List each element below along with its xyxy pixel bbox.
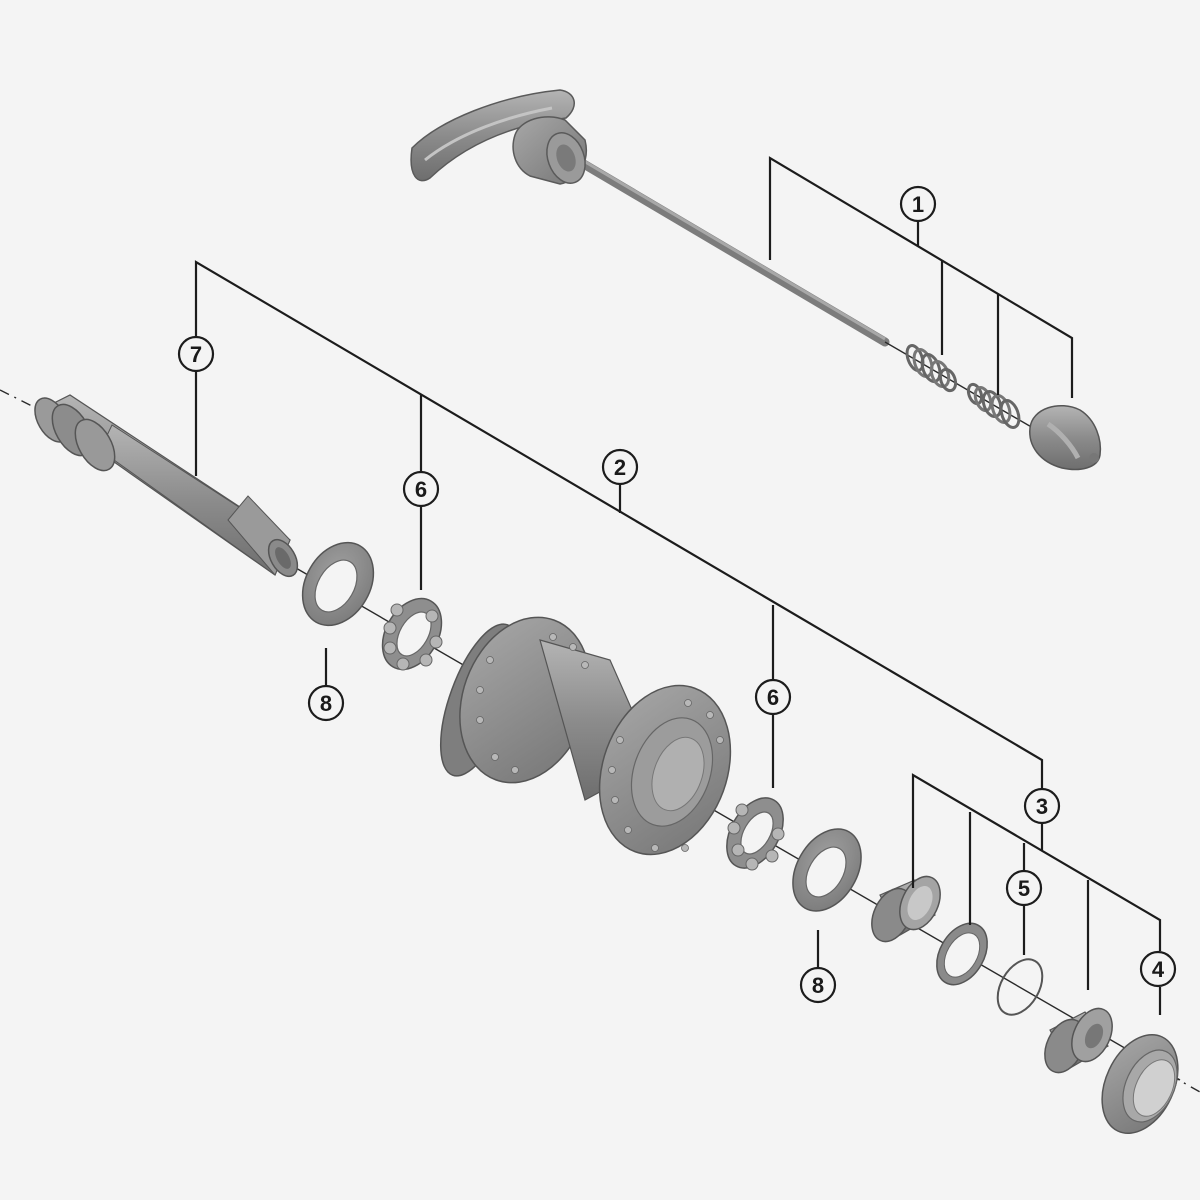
callout-8-right: 8 xyxy=(799,966,837,1004)
svg-text:6: 6 xyxy=(415,477,427,502)
svg-text:1: 1 xyxy=(912,192,924,217)
svg-text:6: 6 xyxy=(767,685,779,710)
callout-1: 1 xyxy=(899,185,937,223)
washer-right xyxy=(792,828,862,912)
skewer-nut xyxy=(1029,405,1102,471)
ball-retainer-right xyxy=(726,797,785,871)
svg-text:3: 3 xyxy=(1036,794,1048,819)
svg-text:8: 8 xyxy=(812,973,824,998)
callout-6-left: 6 xyxy=(402,470,440,508)
callout-6-right: 6 xyxy=(754,678,792,716)
dust-cap xyxy=(1101,1033,1179,1135)
callout-2: 2 xyxy=(601,448,639,486)
hub-body xyxy=(439,616,732,856)
spring-1 xyxy=(905,344,958,393)
spring-2 xyxy=(966,382,1021,429)
quick-release-skewer xyxy=(410,89,1041,433)
callout-8-left: 8 xyxy=(307,684,345,722)
seal-washer xyxy=(936,922,988,986)
o-ring xyxy=(996,958,1044,1016)
cone xyxy=(871,875,941,943)
callout-4: 4 xyxy=(1139,950,1177,988)
svg-text:5: 5 xyxy=(1018,876,1030,901)
lock-nut xyxy=(1044,1007,1113,1074)
callout-5: 5 xyxy=(1005,869,1043,907)
callout-3: 3 xyxy=(1023,787,1061,825)
svg-text:2: 2 xyxy=(614,455,626,480)
svg-text:8: 8 xyxy=(320,691,332,716)
svg-text:7: 7 xyxy=(190,342,202,367)
svg-text:4: 4 xyxy=(1152,957,1165,982)
washer-left xyxy=(301,541,375,627)
hub-axle xyxy=(34,394,299,578)
ball-retainer-left xyxy=(381,597,443,671)
callout-7: 7 xyxy=(177,335,215,373)
